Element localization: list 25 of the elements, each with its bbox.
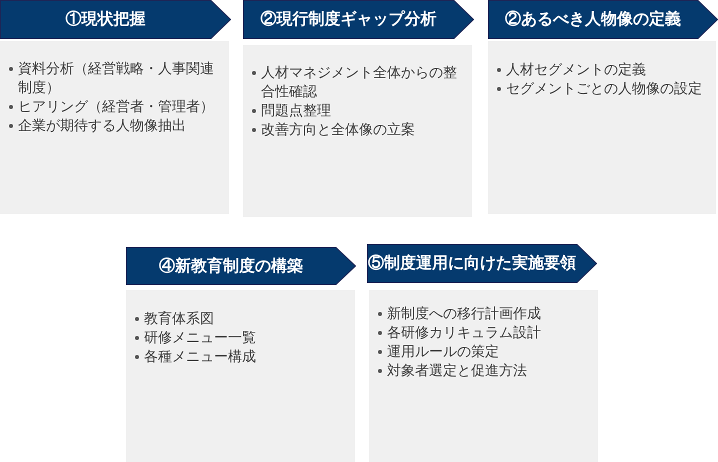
bullet-item: 新制度への移行計画作成 — [387, 304, 541, 323]
content-panel — [243, 45, 472, 217]
bullet-item: 各研修カリキュラム設計 — [387, 323, 541, 342]
content-panel — [126, 290, 355, 462]
bullet-item: 問題点整理 — [261, 101, 331, 120]
content-panel — [488, 41, 716, 214]
step-banner: ②現行制度ギャップ分析 — [243, 0, 474, 39]
bullet-item: 研修メニュー一覧 — [144, 328, 256, 347]
step-banner: ④新教育制度の構築 — [126, 247, 356, 285]
bullet-item: 人材セグメントの定義 — [506, 60, 646, 79]
bullet-item: 対象者選定と促進方法 — [387, 361, 527, 380]
bullet-item: 改善方向と全体像の立案 — [261, 120, 415, 139]
bullet-item: 教育体系図 — [144, 309, 214, 328]
bullet-item: セグメントごとの人物像の設定 — [506, 79, 702, 98]
content-panel — [369, 290, 598, 462]
step-banner: ⑤制度運用に向けた実施要領 — [367, 244, 597, 283]
bullet-item: 各種メニュー構成 — [144, 347, 256, 366]
step-banner: ②あるべき人物像の定義 — [488, 0, 718, 39]
step-banner: ①現状把握 — [0, 0, 231, 39]
bullet-item: 運用ルールの策定 — [387, 342, 499, 361]
bullet-item: ヒアリング（経営者・管理者） — [18, 97, 214, 116]
content-panel — [0, 41, 229, 214]
bullet-item: 企業が期待する人物像抽出 — [18, 116, 186, 135]
bullet-item: 人材マネジメント全体からの整合性確認 — [261, 63, 458, 101]
bullet-item: 資料分析（経営戦略・人事関連制度） — [18, 59, 215, 97]
